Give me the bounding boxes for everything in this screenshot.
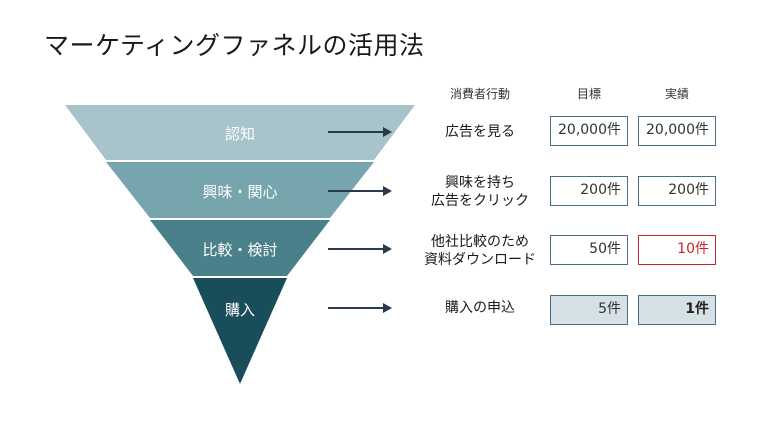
behavior-awareness: 広告を見る [400,123,560,141]
stage-label-awareness: 認知 [224,125,255,143]
stage-label-purchase: 購入 [224,301,255,319]
target-cell-purchase: 5件 [550,295,628,325]
funnel-stage-consideration [150,220,330,276]
actual-cell-interest: 200件 [638,176,716,206]
behavior-line: 資料ダウンロード [424,252,536,268]
behavior-interest: 興味を持ち 広告をクリック [400,174,560,210]
behavior-consideration: 他社比較のため 資料ダウンロード [400,233,560,269]
target-cell-awareness: 20,000件 [550,116,628,146]
actual-cell-consideration: 10件 [638,235,716,265]
actual-cell-awareness: 20,000件 [638,116,716,146]
funnel-stage-awareness [65,105,415,160]
arrow-interest [328,186,392,196]
page-title: マーケティングファネルの活用法 [44,31,425,60]
column-header-behavior: 消費者行動 [449,87,510,101]
arrow-awareness [328,127,392,137]
arrow-consideration [328,244,392,254]
behavior-line: 他社比較のため [431,234,529,250]
arrow-purchase [328,303,392,313]
stage-label-consideration: 比較・検討 [202,241,278,259]
behavior-line: 購入の申込 [445,300,515,316]
behavior-line: 広告を見る [445,124,515,140]
column-header-actual: 実績 [664,87,689,101]
funnel-stage-interest [106,162,374,218]
stage-label-interest: 興味・関心 [202,183,278,201]
target-cell-interest: 200件 [550,176,628,206]
target-cell-consideration: 50件 [550,235,628,265]
column-header-target: 目標 [576,87,601,101]
behavior-purchase: 購入の申込 [400,299,560,317]
actual-cell-purchase: 1件 [638,295,716,325]
funnel-stage-purchase [193,278,287,384]
behavior-line: 広告をクリック [431,193,529,209]
behavior-line: 興味を持ち [445,175,515,191]
